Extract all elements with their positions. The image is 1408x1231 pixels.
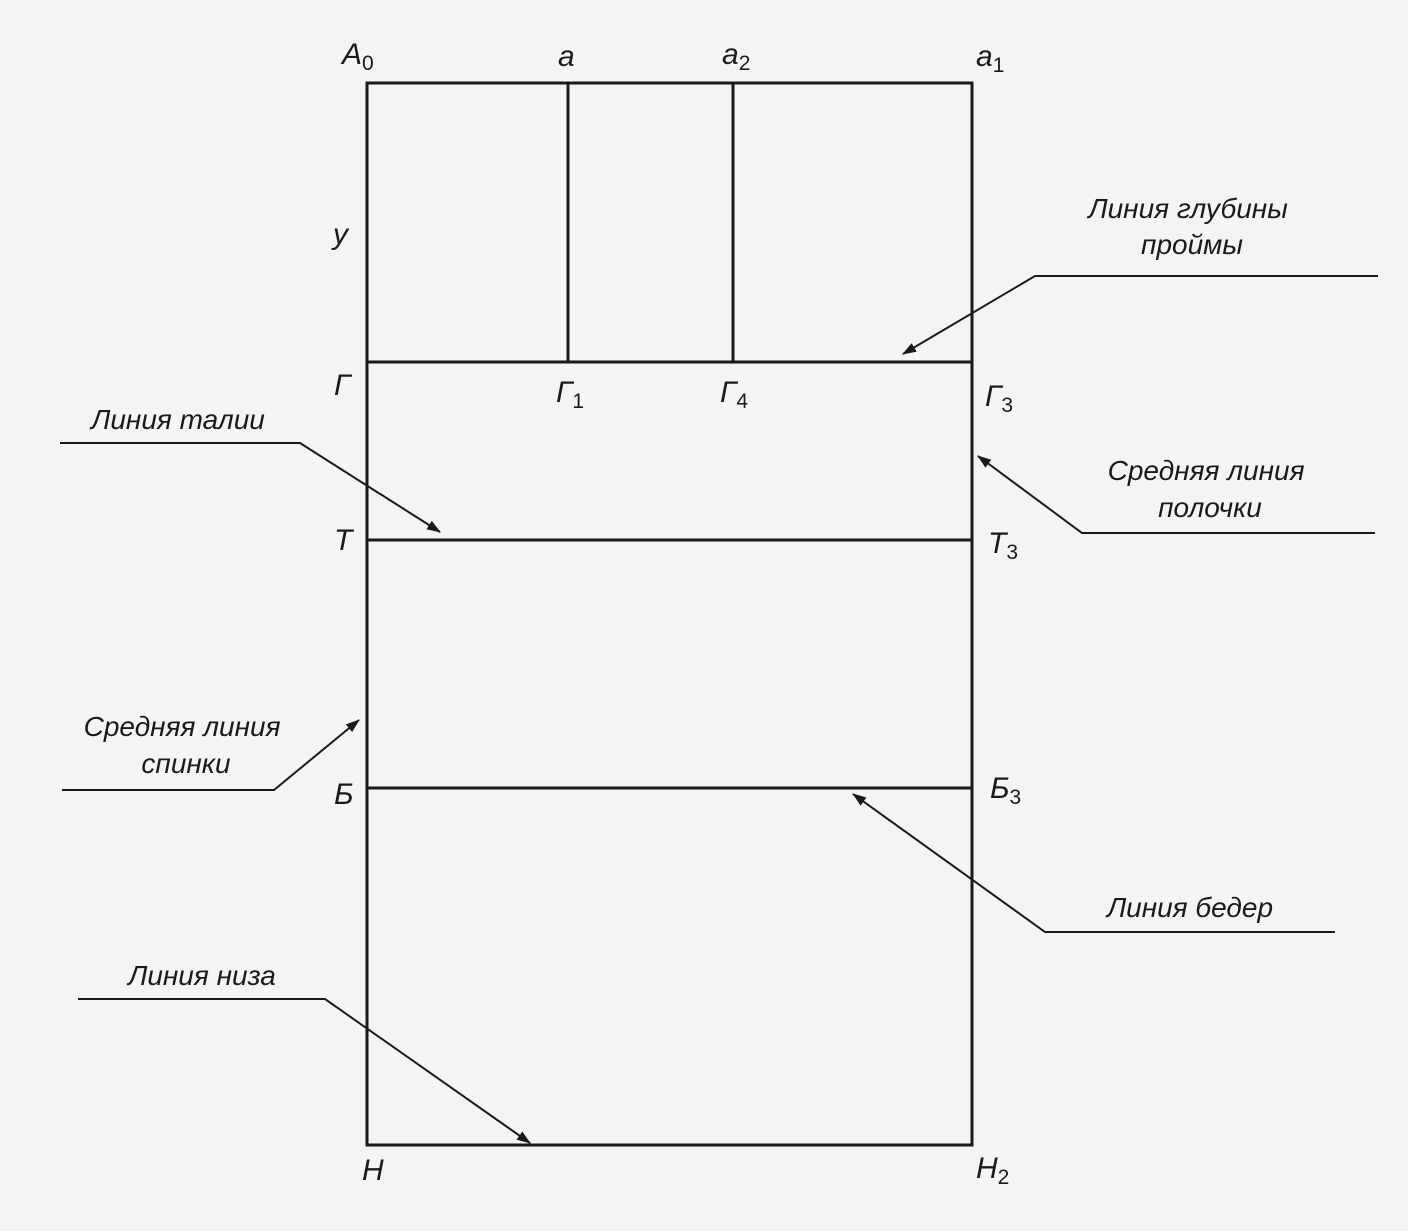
callout-hem: Линия низа <box>126 960 276 991</box>
point-label-a1: a1 <box>976 40 1004 77</box>
back-center-leader <box>62 719 360 791</box>
point-label-a: a <box>558 40 575 73</box>
callout-front-center: Средняя линия полочки <box>1108 455 1313 523</box>
callout-back-center: Средняя линия спинки <box>84 711 289 779</box>
hem-leader <box>78 998 531 1144</box>
point-label-g: Г <box>334 369 353 402</box>
point-label-t: Т <box>334 524 355 557</box>
point-label-a2: a2 <box>722 38 750 75</box>
point-label-a0: A0 <box>340 38 374 75</box>
waist-leader <box>60 442 441 533</box>
point-label-b3: Б3 <box>990 772 1021 809</box>
callout-armhole-depth: Линия глубины проймы <box>1086 193 1295 260</box>
point-label-t3: Т3 <box>988 527 1018 564</box>
hip-leader <box>852 793 1335 933</box>
point-label-y: y <box>331 218 350 251</box>
point-label-g3: Г3 <box>985 380 1013 417</box>
front-center-leader <box>977 455 1375 534</box>
callout-hips: Линия бедер <box>1105 892 1273 923</box>
base-grid-frame <box>365 81 974 1147</box>
point-label-g4: Г4 <box>720 376 748 413</box>
point-label-b: Б <box>334 778 354 811</box>
point-label-n2: Н2 <box>976 1152 1009 1189</box>
callout-waist: Линия талии <box>89 404 265 435</box>
point-label-g1: Г1 <box>556 376 584 413</box>
armhole-depth-leader <box>902 275 1378 355</box>
point-label-n: Н <box>362 1154 384 1187</box>
